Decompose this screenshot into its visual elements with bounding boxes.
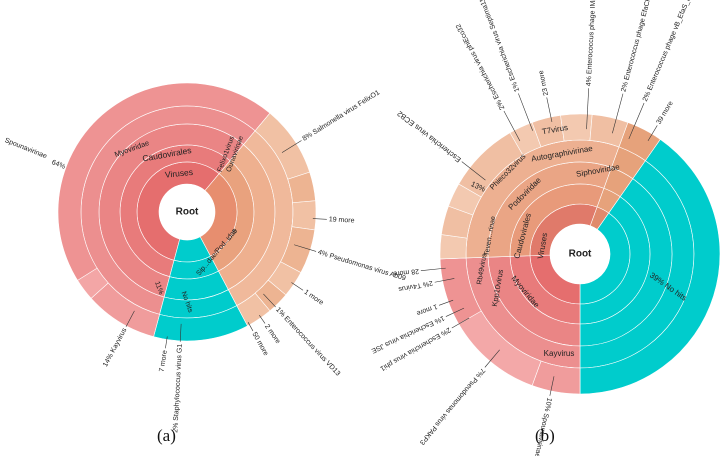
label-a-salmonella-leader xyxy=(281,140,302,153)
root-label-b: Root xyxy=(569,249,592,260)
label-b-1more: 1 more xyxy=(415,302,438,316)
label-b-septima-leader xyxy=(518,93,533,131)
label-b-28more: 28 more xyxy=(393,267,419,277)
label-a-nohits-pct: 11% xyxy=(153,281,164,296)
label-b-efacpt1-leader xyxy=(612,93,624,134)
label-a-2more-leader xyxy=(259,315,266,324)
label-b-phi1-leader xyxy=(451,317,470,329)
label-b-kayvirus: Kayvirus xyxy=(544,349,575,358)
label-a-50more: 50 more xyxy=(251,331,270,357)
label-b-28more-leader xyxy=(420,267,446,272)
label-b-ecb2: Escherichia virus ECB2 xyxy=(395,109,462,164)
label-b-1more-leader xyxy=(438,299,454,306)
label-a-entero-leader xyxy=(263,293,276,308)
label-a-staph-leader xyxy=(179,323,182,342)
label-b-efacpt1: 2% Enterococcus phage EfaCPT1 xyxy=(620,0,654,93)
label-a-spounavirinae: Spounavirinae xyxy=(4,137,48,160)
label-b-pakp3: 7% Pseudomonas virus PAKP3 xyxy=(418,366,486,445)
label-a-1more-leader xyxy=(291,282,304,291)
label-a-19more: 19 more xyxy=(329,216,355,224)
ring-b-sipho-4[interactable] xyxy=(618,122,661,162)
label-b-phieco32-leader xyxy=(503,110,521,142)
label-b-39more-leader xyxy=(647,125,658,142)
label-b-ime: 4% Enterococcus phage IME-EFm1 xyxy=(586,0,599,86)
ring-a-sub-6[interactable] xyxy=(236,292,271,327)
label-b-vbefas-leader xyxy=(628,102,645,140)
label-a-19more-leader xyxy=(312,218,327,220)
ring-a-pink-4[interactable] xyxy=(57,82,271,337)
label-a-pseudo: 4% Pseudomonas virus Ab09 xyxy=(317,249,407,282)
label-b-23more: 23 more xyxy=(538,70,550,97)
label-b-t7virus: T7virus xyxy=(541,123,568,136)
label-a-viruses: Viruses xyxy=(164,167,193,180)
label-a-7more-leader xyxy=(165,336,168,349)
root-a[interactable] xyxy=(159,184,215,240)
label-b-vbefas: 2% Enterococcus phage vB_EfaS_IME196 xyxy=(642,0,700,103)
label-a-kayvirus-leader xyxy=(125,310,135,327)
root-b[interactable] xyxy=(550,224,610,284)
label-b-ecb2-leader xyxy=(461,161,486,181)
label-b-ime-leader xyxy=(586,88,589,130)
label-a-entero: 1% Enterococcus virus VD13 xyxy=(274,306,341,377)
label-a-kayvirus: 14% Kayvirus xyxy=(102,327,129,369)
caption-b: (b) xyxy=(535,426,555,445)
krona-chart-b: RootVirusesCaudoviralesPodoviridaeMyovir… xyxy=(370,0,721,456)
label-a-2more: 2 more xyxy=(263,323,281,345)
root-label-a: Root xyxy=(176,207,199,218)
ring-b-pakp3[interactable] xyxy=(458,310,542,386)
label-b-t4virus-leader xyxy=(434,278,455,283)
ring-b-sub-7[interactable] xyxy=(589,114,629,148)
krona-chart-a: RootVirusesCaudoviralesMyoviridaeSpounav… xyxy=(4,82,407,433)
label-b-spouna-leader xyxy=(549,376,555,396)
label-a-pseudo-leader xyxy=(294,244,317,252)
label-a-1more: 1 more xyxy=(303,289,325,307)
label-a-50more-leader xyxy=(247,322,254,332)
ring-a-kayvirus-b[interactable] xyxy=(77,267,109,299)
label-b-jse-leader xyxy=(445,307,465,317)
label-b-39more: 39 more xyxy=(656,100,675,126)
label-b-pakp3-leader xyxy=(484,349,500,368)
label-a-spounavirinae-pct: 64% xyxy=(51,159,67,171)
caption-a: (a) xyxy=(157,426,176,445)
ring-b-sub-0[interactable] xyxy=(439,234,468,260)
ring-a-sub-2[interactable] xyxy=(291,200,317,231)
label-b-23more-leader xyxy=(546,97,553,123)
label-a-staph: 2% Staphylococcus virus G1 xyxy=(172,344,184,433)
label-a-salmonella: 8% Salmonella virus FelixO1 xyxy=(302,89,382,142)
label-a-7more: 7 more xyxy=(159,350,169,373)
